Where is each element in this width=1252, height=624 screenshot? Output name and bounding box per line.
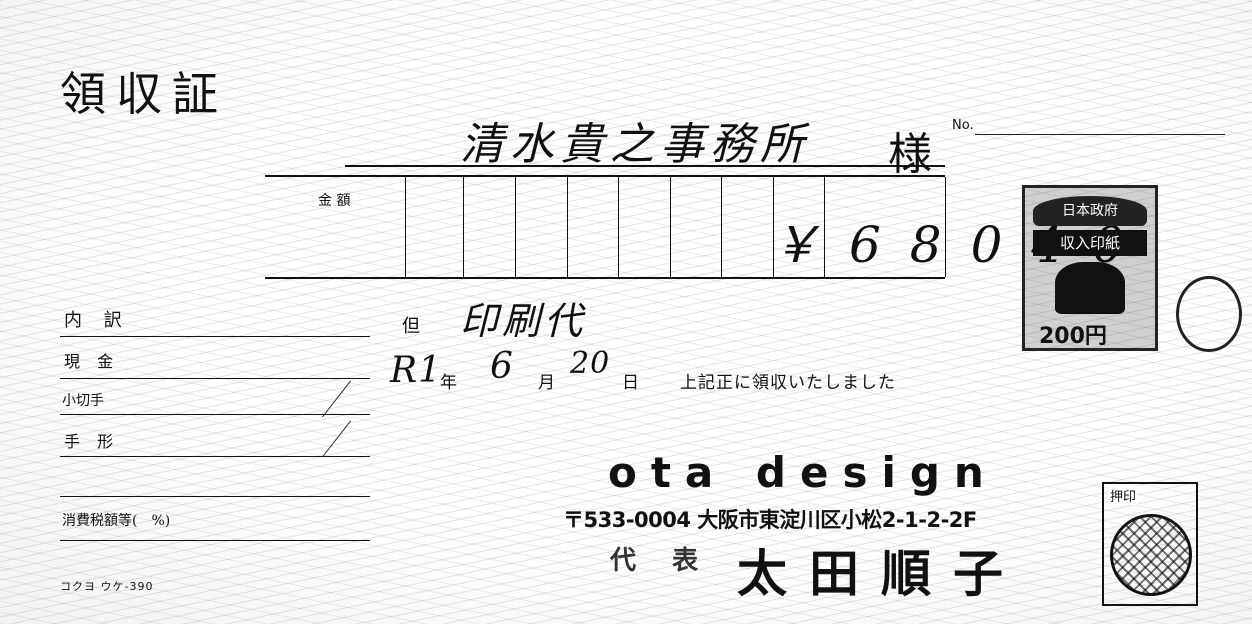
date-month: 6	[490, 346, 514, 387]
postmark-cancellation	[1176, 276, 1242, 352]
addressee-underline	[345, 165, 945, 167]
breakdown-line	[60, 540, 370, 541]
revenue-stamp-emblem	[1055, 262, 1125, 314]
amount-cell-divider	[515, 177, 516, 277]
amount-cell-divider	[618, 177, 619, 277]
date-era: R1	[390, 350, 443, 391]
amount-box	[265, 175, 946, 279]
breakdown-line	[60, 496, 370, 497]
strike-mark	[321, 380, 352, 418]
date-day: 20	[570, 346, 611, 381]
breakdown-cash-label: 現 金	[64, 352, 120, 371]
receipt-statement: 上記正に領収いたしました	[680, 373, 896, 393]
seal-stamp	[1110, 514, 1192, 596]
purpose-prefix: 但	[402, 316, 420, 337]
issuer-company: ota design	[608, 448, 998, 497]
breakdown-tax-label: 消費税額等( %)	[62, 513, 171, 529]
honorific: 様	[888, 129, 932, 180]
receipt-number-line	[975, 134, 1225, 135]
breakdown-line	[60, 336, 370, 337]
breakdown-bill-label: 手 形	[64, 432, 120, 451]
breakdown-line	[60, 414, 370, 415]
amount-cell-divider	[567, 177, 568, 277]
amount-cell-divider	[670, 177, 671, 277]
amount-cell-divider	[945, 177, 946, 277]
representative-name: 太田順子	[737, 545, 1025, 603]
addressee-name: 清水貴之事務所	[460, 119, 810, 170]
seal-label: 押印	[1108, 486, 1139, 505]
receipt-number-label: No.	[952, 118, 974, 133]
date-row: R1 年 6 月 20 日 上記正に領収いたしました	[390, 346, 990, 402]
revenue-stamp-issuer: 日本政府	[1033, 196, 1147, 226]
document-title: 領収証	[60, 67, 228, 121]
breakdown-line	[60, 456, 370, 457]
amount-cell-divider	[463, 177, 464, 277]
revenue-stamp-title: 収入印紙	[1033, 230, 1147, 256]
revenue-stamp: 日本政府 収入印紙 200円	[1022, 185, 1158, 351]
date-day-unit: 日	[622, 373, 640, 393]
date-month-unit: 月	[538, 373, 556, 393]
amount-label: 金 額	[318, 193, 351, 209]
breakdown-check-label: 小切手	[62, 393, 104, 409]
amount-cell-divider	[824, 177, 825, 277]
amount-cell-divider	[773, 177, 774, 277]
amount-cell-divider	[721, 177, 722, 277]
issuer-address: 〒533-0004 大阪市東淀川区小松2-1-2-2F	[563, 508, 977, 532]
purpose-text: 印刷代	[460, 299, 587, 343]
revenue-stamp-value: 200円	[1039, 324, 1107, 349]
product-code: コクヨ ウケ-390	[60, 580, 154, 593]
breakdown-line	[60, 378, 370, 379]
date-year-unit: 年	[440, 373, 458, 393]
representative-title: 代表	[610, 546, 735, 576]
seal-box: 押印	[1102, 482, 1198, 606]
amount-cell-divider	[405, 177, 406, 277]
strike-mark	[321, 420, 352, 458]
breakdown-title: 内 訳	[64, 310, 130, 331]
